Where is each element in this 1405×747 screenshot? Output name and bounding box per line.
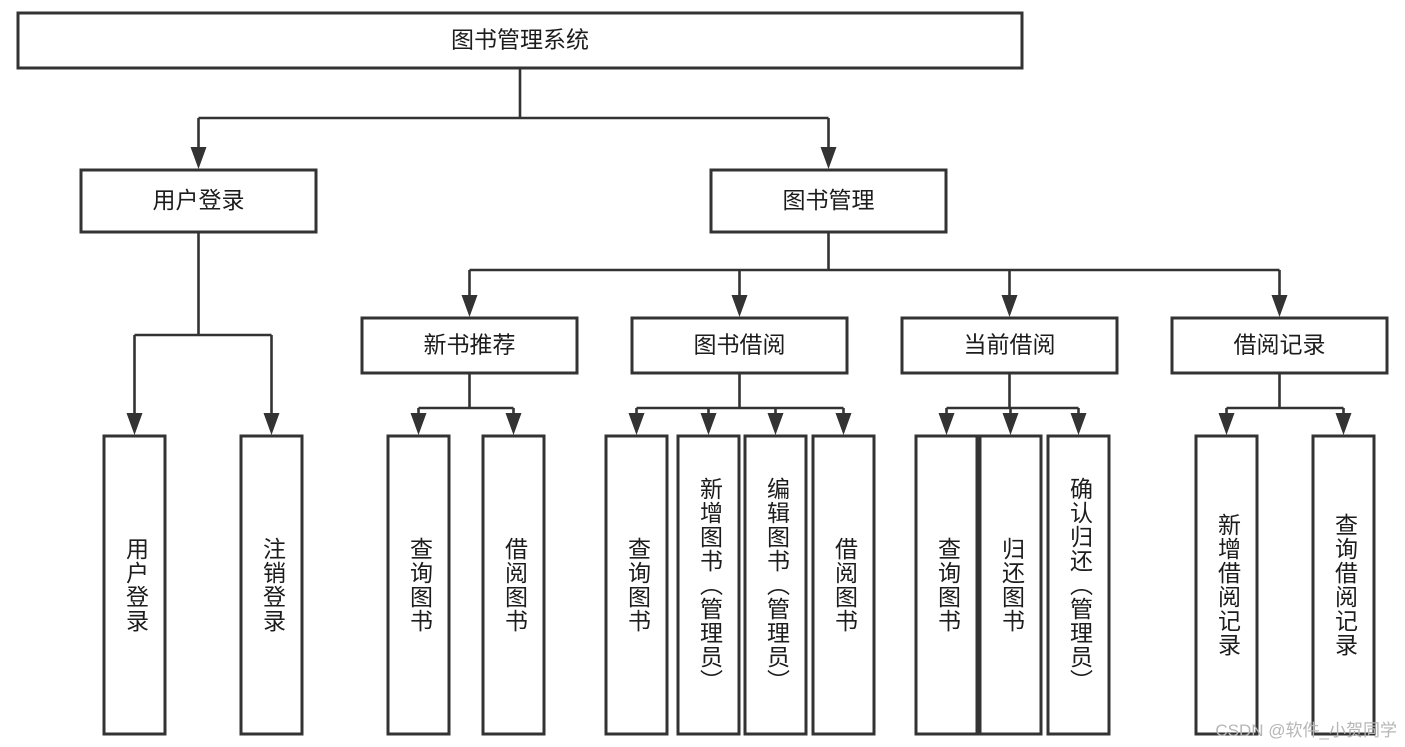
node-box[interactable] [1194, 434, 1259, 736]
node-box[interactable] [709, 168, 948, 234]
node-leaf-2[interactable] [386, 434, 451, 736]
node-box[interactable] [386, 434, 451, 736]
node-box[interactable] [743, 434, 808, 736]
node-box[interactable] [1170, 316, 1389, 375]
node-box[interactable] [630, 316, 849, 375]
node-box[interactable] [811, 434, 876, 736]
node-leaf-11[interactable] [1194, 434, 1259, 736]
node-label: 图书借阅 [694, 332, 786, 358]
node-box[interactable] [900, 316, 1119, 375]
node-level2-0[interactable]: 用户登录 [79, 168, 318, 234]
node-box[interactable] [239, 434, 304, 736]
node-box[interactable] [914, 434, 979, 736]
watermark-text: CSDN @软件_小贺同学 [1215, 721, 1397, 740]
node-leaf-3[interactable] [481, 434, 546, 736]
node-box[interactable] [1046, 434, 1111, 736]
node-box[interactable] [978, 434, 1043, 736]
node-root-图书管理系统[interactable]: 图书管理系统 [16, 11, 1024, 70]
node-box[interactable] [102, 434, 167, 736]
node-level3-2[interactable]: 当前借阅 [900, 316, 1119, 375]
node-box[interactable] [1311, 434, 1376, 736]
node-level3-1[interactable]: 图书借阅 [630, 316, 849, 375]
node-label: 借阅记录 [1234, 332, 1326, 358]
node-label: 新书推荐 [424, 332, 516, 358]
node-level2-1[interactable]: 图书管理 [709, 168, 948, 234]
node-box[interactable] [676, 434, 741, 736]
node-leaf-10[interactable] [1046, 434, 1111, 736]
node-label: 图书管理系统 [451, 27, 589, 53]
node-leaf-9[interactable] [978, 434, 1043, 736]
node-box[interactable] [79, 168, 318, 234]
node-box[interactable] [604, 434, 669, 736]
node-box[interactable] [16, 11, 1024, 70]
connector-layer [126, 68, 1352, 435]
node-leaf-7[interactable] [811, 434, 876, 736]
node-level3-0[interactable]: 新书推荐 [360, 316, 579, 375]
node-box[interactable] [360, 316, 579, 375]
node-leaf-1[interactable] [239, 434, 304, 736]
node-leaf-4[interactable] [604, 434, 669, 736]
node-level3-3[interactable]: 借阅记录 [1170, 316, 1389, 375]
node-label: 用户登录 [153, 187, 245, 213]
node-leaf-5[interactable] [676, 434, 741, 736]
node-leaf-6[interactable] [743, 434, 808, 736]
node-label: 当前借阅 [964, 332, 1056, 358]
node-box[interactable] [481, 434, 546, 736]
node-leaf-0[interactable] [102, 434, 167, 736]
node-leaf-8[interactable] [914, 434, 979, 736]
node-leaf-12[interactable] [1311, 434, 1376, 736]
node-label: 图书管理 [783, 187, 875, 213]
